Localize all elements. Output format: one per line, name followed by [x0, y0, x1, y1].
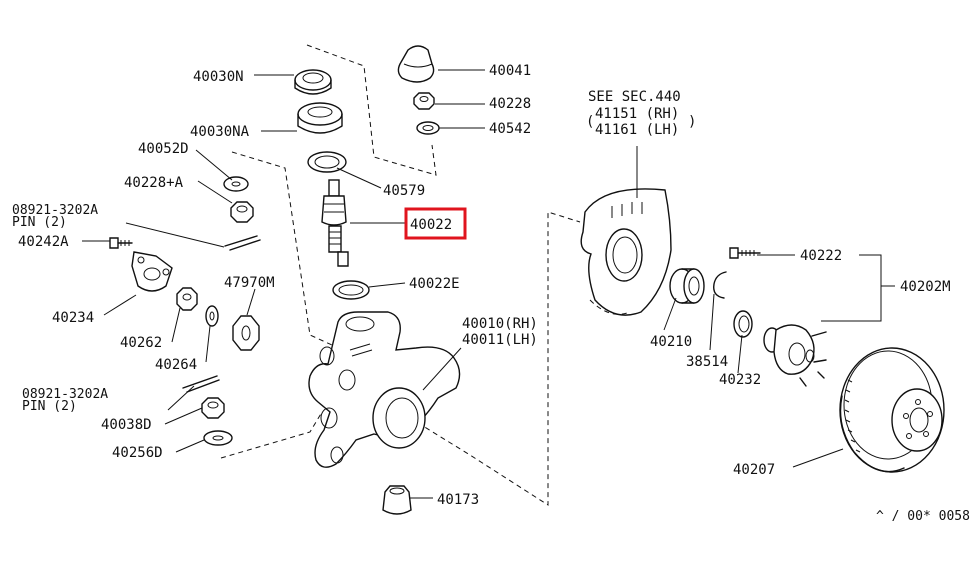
label-41161: 41161 (LH) — [595, 122, 679, 138]
label-40038d: 40038D — [101, 417, 152, 433]
label-see-section: SEE SEC.440 — [588, 89, 681, 105]
label-40210: 40210 — [650, 334, 692, 350]
label-40232: 40232 — [719, 372, 761, 388]
label-40041: 40041 — [489, 63, 531, 79]
knuckle-40010 — [308, 311, 461, 468]
label-40207: 40207 — [733, 462, 775, 478]
highlight-box — [404, 207, 467, 240]
bolt-40222 — [729, 247, 761, 259]
label-47970m: 47970M — [224, 275, 275, 291]
group-outline-left — [231, 151, 333, 346]
group-outline-lower — [220, 411, 323, 459]
hub-40202m — [763, 324, 827, 387]
group-outline-upper — [306, 44, 437, 176]
diagram-code: ^ / 00* 0058 — [876, 509, 970, 524]
nut-40262 — [176, 287, 198, 311]
bearing-40030na — [297, 102, 343, 134]
label-40022: 40022 — [410, 217, 452, 233]
washer-40052d — [223, 176, 249, 192]
label-38514: 38514 — [686, 354, 728, 370]
label-40022e: 40022E — [409, 276, 460, 292]
label-40030n: 40030N — [193, 69, 244, 85]
stopper-40173 — [382, 485, 412, 515]
label-40173: 40173 — [437, 492, 479, 508]
washer-40542 — [416, 121, 440, 135]
nut-40228 — [413, 92, 435, 110]
paren-left: ( — [586, 114, 594, 130]
label-pin-upper-number: 08921-3202A — [12, 203, 98, 218]
washer-40022e — [332, 280, 370, 300]
seal-40232 — [733, 310, 753, 338]
label-40030na: 40030NA — [190, 124, 250, 140]
label-40242a: 40242A — [18, 234, 69, 250]
boot-40041 — [397, 45, 435, 83]
label-40052d: 40052D — [138, 141, 189, 157]
pin-lower — [182, 375, 220, 393]
label-40579: 40579 — [383, 183, 425, 199]
nut-40228a — [230, 201, 254, 223]
label-40011: 40011(LH) — [462, 332, 538, 348]
label-40262: 40262 — [120, 335, 162, 351]
label-pin-lower-qty: PIN (2) — [22, 399, 77, 414]
label-40256d: 40256D — [112, 445, 163, 461]
washer-40264 — [205, 305, 219, 327]
label-40202m: 40202M — [900, 279, 951, 295]
nut-40038d — [201, 397, 225, 419]
label-40264: 40264 — [155, 357, 197, 373]
label-pin-lower-number: 08921-3202A — [22, 387, 108, 402]
leader-lines — [82, 69, 895, 499]
label-40010: 40010(RH) — [462, 316, 538, 332]
paren-right: ) — [688, 114, 696, 130]
seal-40579 — [307, 151, 347, 173]
snap-ring-38514 — [713, 271, 727, 299]
nut-47970m — [232, 315, 260, 351]
washer-40256d — [203, 430, 233, 446]
rotor-40207 — [839, 347, 945, 473]
label-40228a: 40228+A — [124, 175, 184, 191]
group-outline-brake — [409, 211, 581, 506]
bolt-40242a — [109, 237, 133, 249]
dust-shield-41151 — [580, 188, 672, 316]
label-40234: 40234 — [52, 310, 94, 326]
bearing-40030n — [294, 69, 332, 95]
label-40222: 40222 — [800, 248, 842, 264]
label-pin-upper-qty: PIN (2) — [12, 215, 67, 230]
pin-upper — [224, 235, 261, 251]
bearing-40210 — [669, 268, 705, 304]
label-40542: 40542 — [489, 121, 531, 137]
kingpin-40022 — [321, 179, 349, 267]
bracket-40234 — [131, 251, 173, 292]
label-40228: 40228 — [489, 96, 531, 112]
label-41151: 41151 (RH) — [595, 106, 679, 122]
